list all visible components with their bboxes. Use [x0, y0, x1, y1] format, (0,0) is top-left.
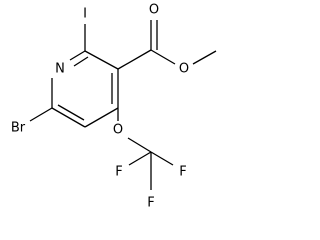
atom-n1: N — [55, 62, 65, 77]
bond-n1-c2-double — [73, 56, 89, 67]
bond-c2-c3 — [84, 50, 119, 70]
atom-i: I — [83, 7, 87, 22]
atom-o-carbonyl: O — [149, 3, 159, 18]
atom-labels: N I Br O O O F F F — [11, 3, 189, 211]
pyridine-ring — [51, 50, 119, 128]
bond-c3-carbonyl — [117, 49, 152, 70]
atom-o-ester: O — [179, 62, 189, 77]
bond-carbonyl-o-ester — [150, 49, 176, 65]
atom-f-bottom: F — [147, 196, 154, 211]
atom-f-left: F — [115, 165, 122, 180]
bond-o-ester-methyl — [192, 50, 217, 65]
bond-c5-c6-double — [57, 104, 85, 121]
atom-br: Br — [11, 121, 26, 136]
bond-cf3-f-left — [128, 151, 152, 166]
atom-f-right: F — [179, 165, 186, 180]
bond-c6-br — [29, 107, 53, 122]
atom-o-ether: O — [113, 123, 123, 138]
chemical-structure: N I Br O O O F F F — [11, 3, 217, 211]
bond-o-ether-cf3 — [127, 137, 152, 153]
substituent-bonds — [29, 20, 217, 190]
bond-n1-c2 — [69, 50, 86, 61]
bond-c5-c6 — [51, 107, 86, 128]
bond-c4-c5 — [84, 107, 119, 128]
bond-cf3-f-right — [150, 151, 174, 166]
